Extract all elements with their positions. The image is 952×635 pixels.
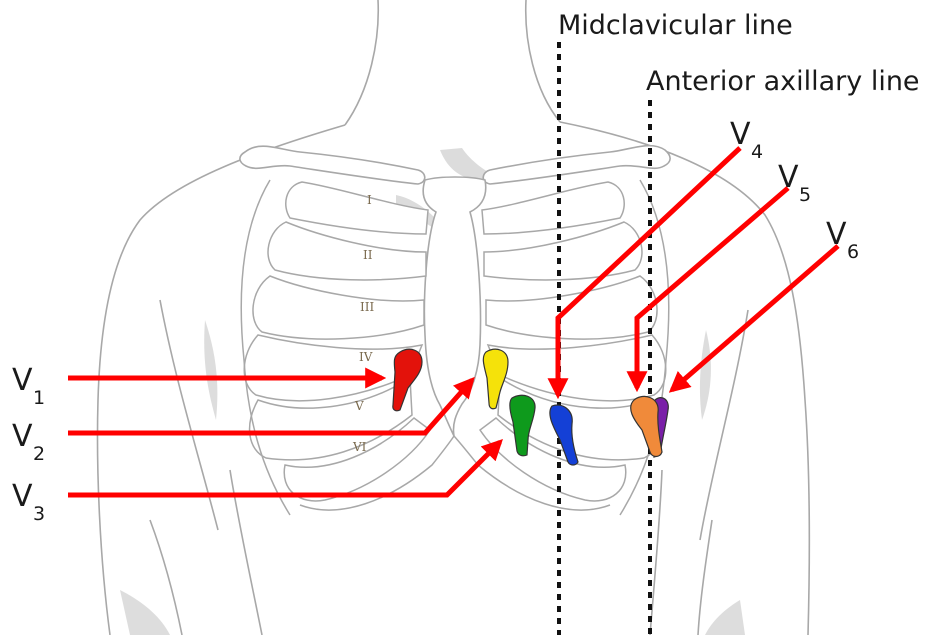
lead-subscript: 5: [799, 184, 811, 206]
rib-label-1: I: [367, 193, 372, 207]
lead-subscript: 3: [33, 503, 45, 525]
lead-letter: V: [12, 419, 33, 454]
lead-subscript: 4: [751, 141, 763, 163]
lead-subscript: 1: [33, 387, 45, 409]
rib-label-5: V: [354, 399, 364, 413]
lead-letter: V: [12, 363, 33, 398]
anterior-axillary-line-label: Anterior axillary line: [646, 66, 920, 97]
rib-label-2: II: [363, 248, 373, 262]
rib-label-4: IV: [359, 350, 373, 364]
lead-letter: V: [12, 479, 33, 514]
left-ribs: [241, 180, 430, 515]
line-labels: Midclavicular line Anterior axillary lin…: [558, 10, 920, 97]
lead-subscript: 2: [33, 443, 45, 465]
midclavicular-line-label: Midclavicular line: [558, 10, 793, 41]
rib-left-3: [253, 276, 424, 339]
lead-label-v5: V 5: [778, 160, 811, 206]
lead-letter: V: [778, 160, 799, 195]
lead-label-v3: V 3: [12, 479, 45, 525]
lead-subscript: 6: [847, 241, 859, 263]
rib-right-1: [482, 182, 624, 234]
rib-label-6: VI: [352, 440, 367, 454]
right-flank: [650, 470, 662, 635]
lead-letter: V: [730, 117, 751, 152]
right-clavicle: [483, 146, 670, 184]
lead-letter: V: [826, 217, 847, 252]
lead-label-v2: V 2: [12, 419, 45, 465]
lead-label-v1: V 1: [12, 363, 45, 409]
lead-label-v6: V 6: [826, 217, 859, 263]
rib-left-1: [286, 182, 428, 234]
left-clavicle: [240, 146, 425, 184]
rib-label-3: III: [360, 300, 374, 314]
neck-outline: [345, 0, 560, 125]
